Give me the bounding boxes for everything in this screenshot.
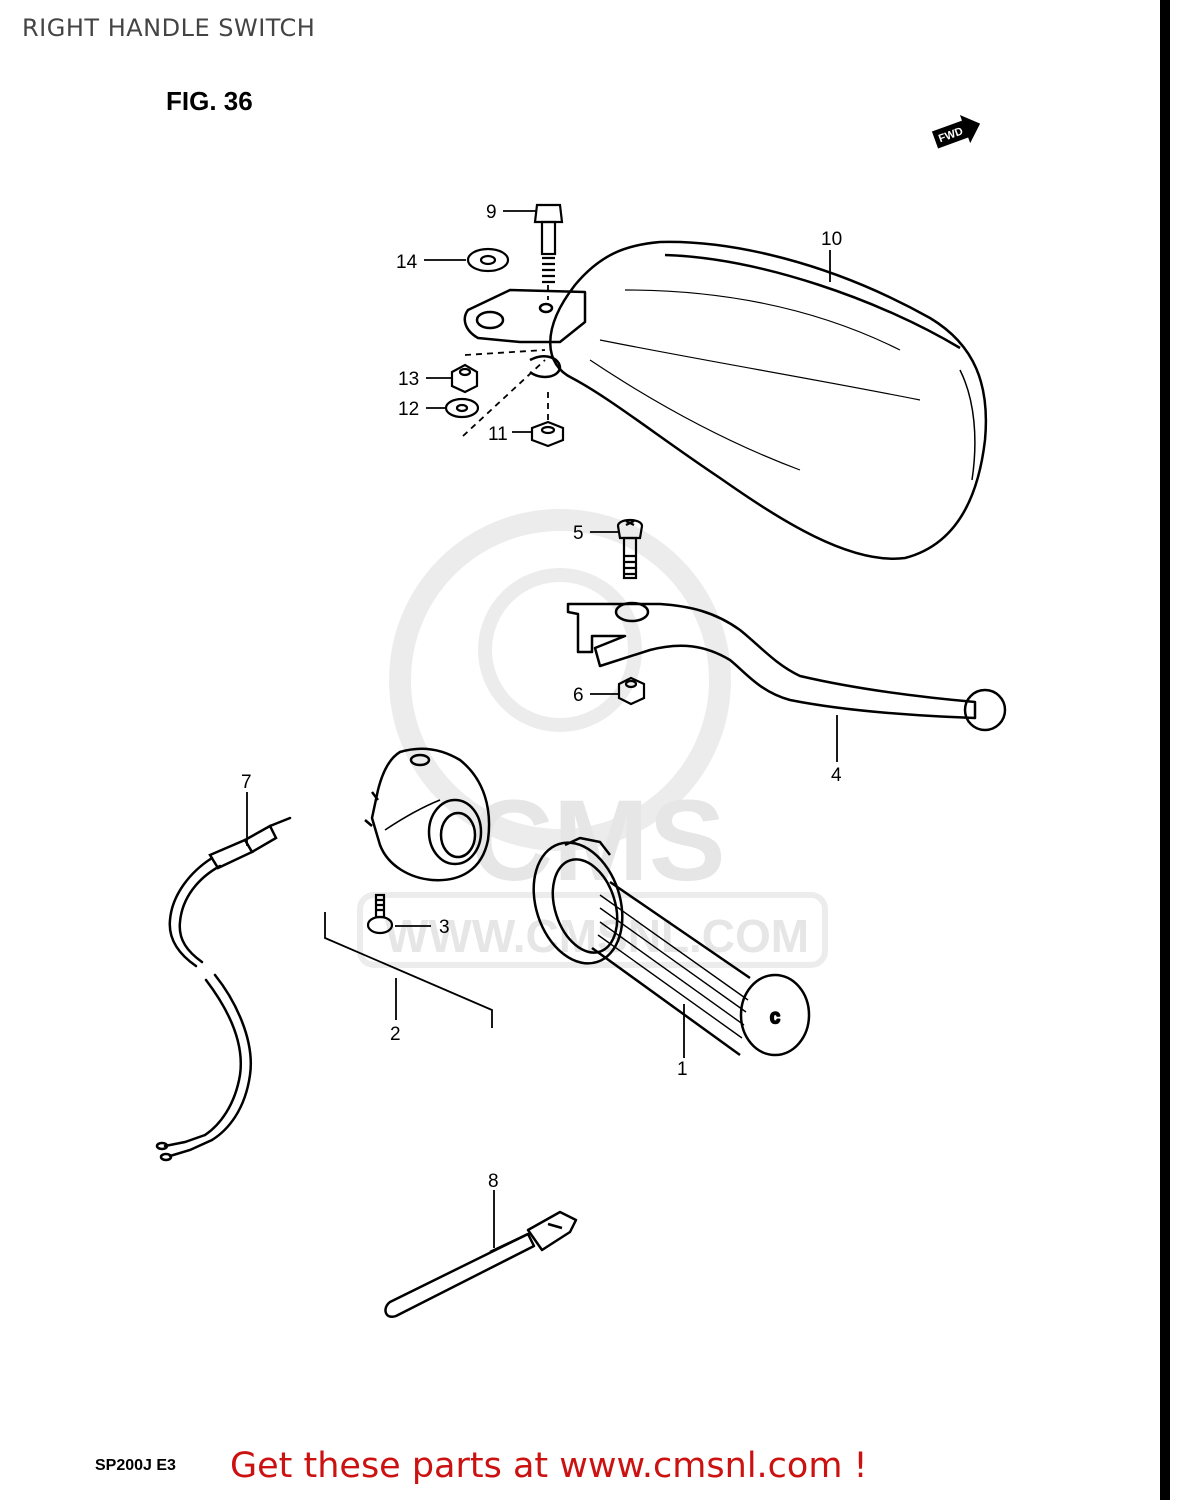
callout-8: 8 [488, 1171, 499, 1192]
model-label: SP200J E3 [95, 1457, 176, 1474]
brake-lever [566, 601, 1007, 732]
callout-9: 9 [486, 202, 497, 223]
callout-10: 10 [821, 229, 842, 250]
callout-2: 2 [390, 1024, 401, 1045]
washer-14 [466, 247, 510, 273]
callout-11: 11 [488, 424, 508, 445]
svg-text:c: c [770, 1007, 780, 1028]
callout-6: 6 [573, 685, 584, 706]
cable-tie [384, 1210, 578, 1319]
wire-harness [155, 816, 292, 1162]
figure-label: FIG. 36 [166, 86, 253, 116]
callout-4: 4 [831, 765, 842, 786]
callout-13: 13 [398, 369, 419, 390]
nut-6 [617, 676, 646, 706]
screw-3 [366, 893, 394, 935]
callout-numbers: 9 14 10 13 12 11 5 6 4 7 3 2 1 8 [241, 202, 842, 1192]
footer-cta-link[interactable]: Get these parts at www.cmsnl.com ! [230, 1446, 868, 1486]
leader-lines [246, 210, 838, 1248]
mirror-assembly [463, 240, 988, 560]
page-border [1160, 0, 1170, 1500]
callout-3: 3 [439, 917, 450, 938]
watermark: CMS WWW.CMSNL.COM [357, 509, 828, 968]
handle-grip: c [532, 836, 811, 1057]
callout-14: 14 [396, 252, 418, 273]
washer-12 [444, 397, 480, 419]
screw-5 [616, 518, 644, 580]
switch-housing [364, 747, 491, 882]
bolt-9 [533, 203, 564, 284]
callout-5: 5 [573, 523, 584, 544]
page-title: RIGHT HANDLE SWITCH [22, 14, 316, 42]
fwd-arrow-icon: FWD [931, 114, 981, 149]
assembly-bracket [324, 912, 493, 1028]
callout-12: 12 [398, 399, 419, 420]
callout-1: 1 [677, 1059, 688, 1080]
assembly-guides [462, 285, 549, 437]
nut-13 [450, 363, 479, 394]
nut-11 [530, 420, 565, 448]
callout-7: 7 [241, 772, 252, 793]
